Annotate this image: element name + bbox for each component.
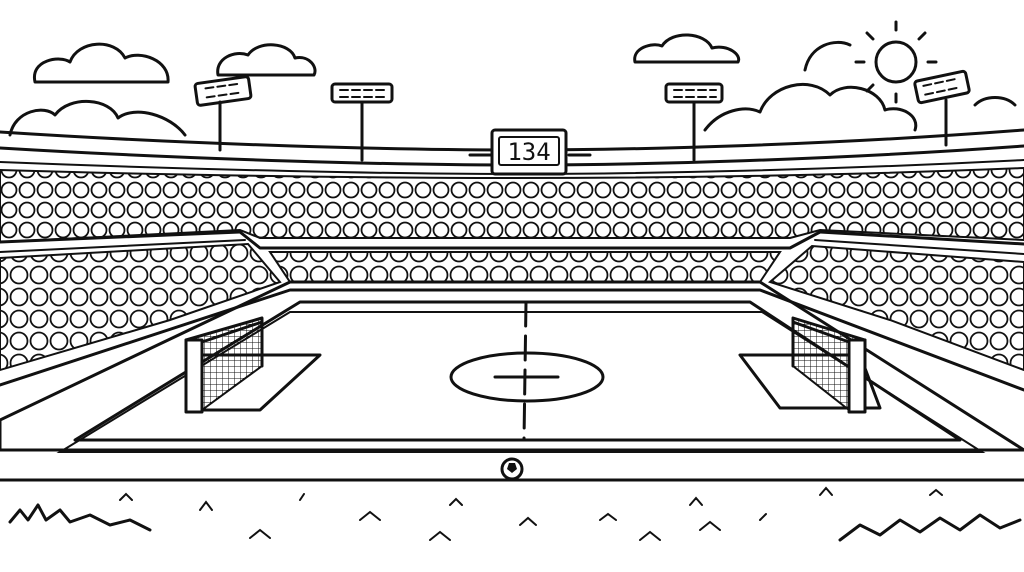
floodlight bbox=[913, 69, 971, 147]
floodlight bbox=[330, 82, 394, 162]
left-stands-crowd bbox=[0, 242, 282, 372]
floodlights bbox=[193, 69, 971, 162]
scoreboard-value: 134 bbox=[507, 138, 550, 166]
right-stands-crowd bbox=[767, 244, 1024, 372]
center-circle bbox=[449, 351, 605, 403]
clouds bbox=[8, 33, 1017, 137]
left-goal bbox=[184, 316, 264, 414]
field-surface bbox=[0, 280, 1024, 452]
floodlight bbox=[193, 75, 253, 152]
upper-stands-crowd bbox=[0, 166, 1024, 244]
sun-icon bbox=[854, 20, 938, 104]
scoreboard: 134 bbox=[468, 128, 592, 176]
grass-tufts bbox=[8, 486, 1022, 542]
soccer-ball-icon bbox=[500, 457, 524, 481]
lower-center-crowd bbox=[268, 251, 782, 283]
right-goal bbox=[791, 316, 867, 414]
floodlight bbox=[664, 82, 724, 162]
